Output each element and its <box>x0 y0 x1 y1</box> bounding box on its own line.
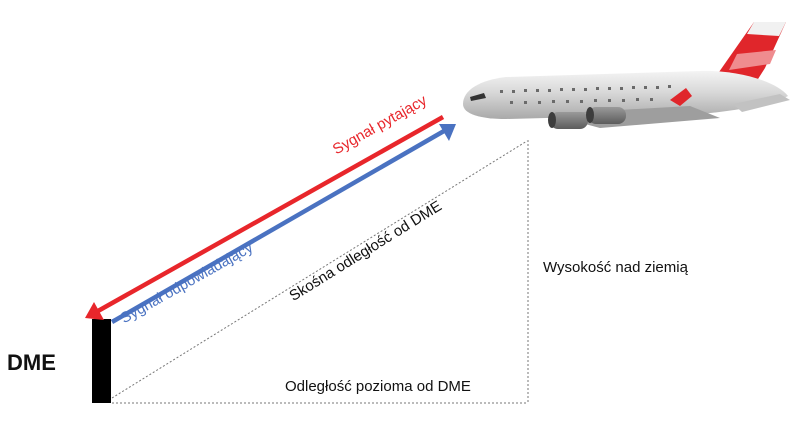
slant-range-line <box>111 140 528 399</box>
geometry-guides <box>111 140 529 404</box>
dme-antenna-icon <box>92 319 111 403</box>
slant-range-label: Skośna odległość od DME <box>286 198 444 305</box>
airliner-icon <box>463 22 790 129</box>
reply-signal-arrow <box>110 124 456 324</box>
reply-signal-label: Sygnał odpowiadający <box>118 239 257 327</box>
dme-station-label: DME <box>7 350 56 375</box>
ground-distance-label: Odległość pozioma od DME <box>285 378 471 395</box>
altitude-label: Wysokość nad ziemią <box>543 259 689 276</box>
interrogation-signal-arrow <box>85 115 445 320</box>
